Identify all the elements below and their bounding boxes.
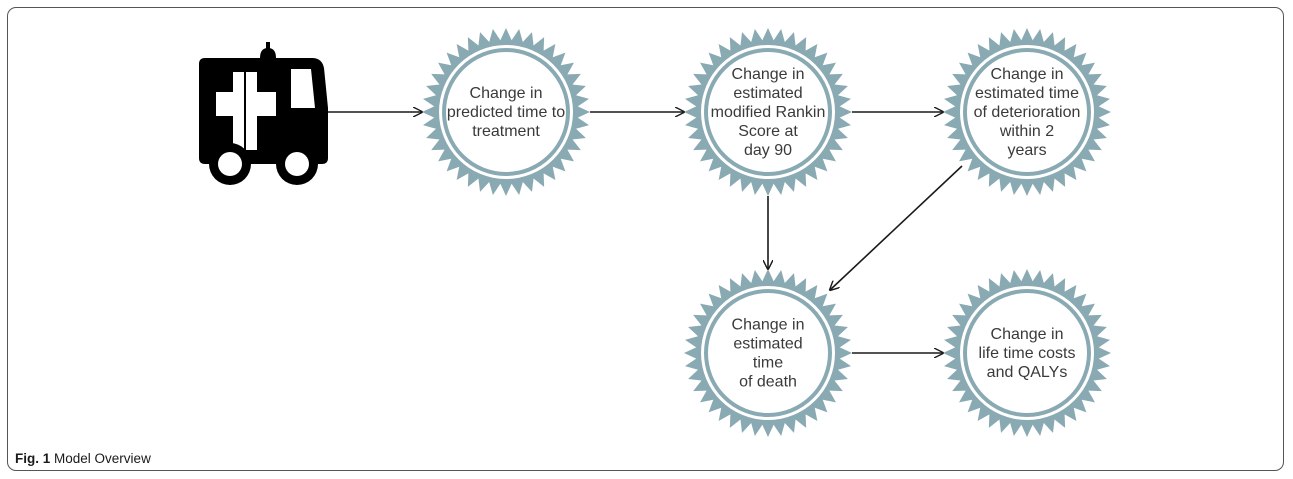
node-circle [963,289,1091,417]
node-label-line: day 90 [744,142,792,159]
edges-layer [328,112,963,353]
node-label-line: years [1007,142,1046,159]
node-label: Change in estimated time of deterioration w… [974,66,1081,159]
node-label-line: time [753,355,783,372]
node-label-line: estimated [733,336,802,353]
node-circle [442,48,570,176]
node-label-line: within 2 [999,123,1054,140]
node-label-line: of death [739,374,797,391]
node-label-line: life time costs [979,345,1076,362]
node-time-deterioration: Change in estimated time of deterioration w… [943,28,1111,196]
node-label: Change in predicted time to treatment [447,85,565,140]
node-label: Change in life time costs and QALYs [979,326,1076,381]
node-label-line: Score at [738,123,798,140]
node-label-line: estimated [733,85,802,102]
node-label-line: modified Rankin [711,104,826,121]
node-label-line: of deterioration [974,104,1081,121]
node-circle [963,48,1091,176]
node-label-line: Change in [991,326,1064,343]
node-label-line: treatment [472,123,540,140]
node-label-line: Change in [991,66,1064,83]
node-label: Change in estimated time of death [732,317,805,391]
arrow-time-deterioration-to-time-of-death [830,165,963,290]
node-time-to-treatment: Change in predicted time to treatment [422,28,590,196]
figure-frame [7,7,1284,471]
node-costs-qalys: Change in life time costs and QALYs [943,269,1111,437]
caption-label: Fig. 1 [15,451,51,466]
node-label-line: estimated time [975,85,1079,102]
node-label-line: Change in [732,66,805,83]
node-circle [704,48,832,176]
ambulance-icon [199,42,328,185]
node-circle [704,289,832,417]
caption-text: Model Overview [54,451,151,466]
node-time-of-death: Change in estimated time of death [684,269,852,437]
node-label-line: and QALYs [987,364,1068,381]
figure-caption: Fig. 1 Model Overview [15,451,151,466]
node-label-line: Change in [470,85,543,102]
node-label-line: Change in [732,317,805,334]
node-label-line: predicted time to [447,104,565,121]
